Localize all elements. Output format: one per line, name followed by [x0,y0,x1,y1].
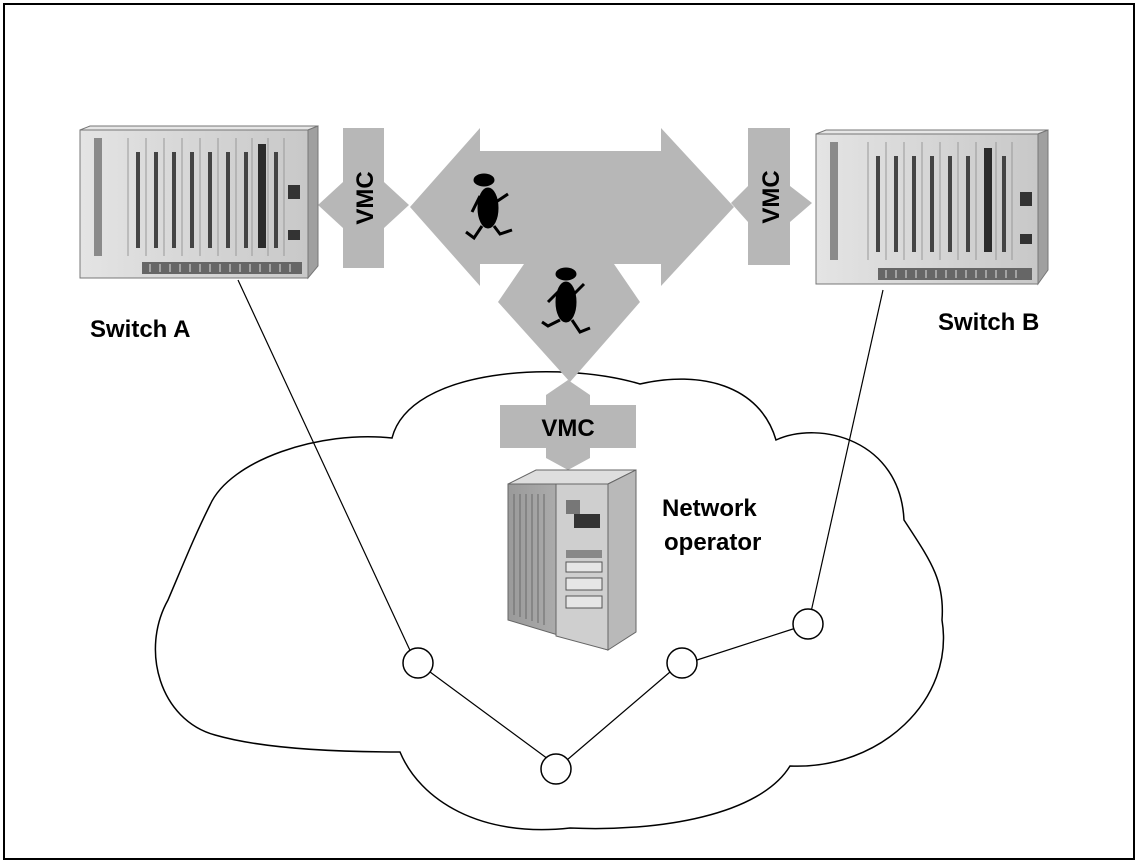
running-figure-icon [465,173,513,241]
vmc-label-right: VMC [758,170,785,223]
vmc-connector-bottom: VMC [500,380,636,470]
vmc-connector-right: VMC [731,128,812,265]
network-operator-label-line2: operator [664,529,761,556]
running-figure-icon [541,267,591,334]
network-nodes [402,608,824,785]
central-t-arrow [410,128,734,382]
switch-a-label: Switch A [90,316,190,343]
frame-border [3,3,1135,860]
network-node [666,647,698,679]
network-operator-label-line1: Network [662,495,757,522]
switch-b-label: Switch B [938,309,1039,336]
vmc-label-bottom: VMC [541,415,594,442]
vmc-label-left: VMC [352,171,379,224]
network-links [237,279,884,761]
network-node [402,647,434,679]
network-node [792,608,824,640]
network-node [540,753,572,785]
vmc-connector-left: VMC [318,128,409,268]
switch-rack-icon [79,125,319,280]
server-tower-icon [507,469,637,651]
switch-rack-icon [815,129,1049,286]
